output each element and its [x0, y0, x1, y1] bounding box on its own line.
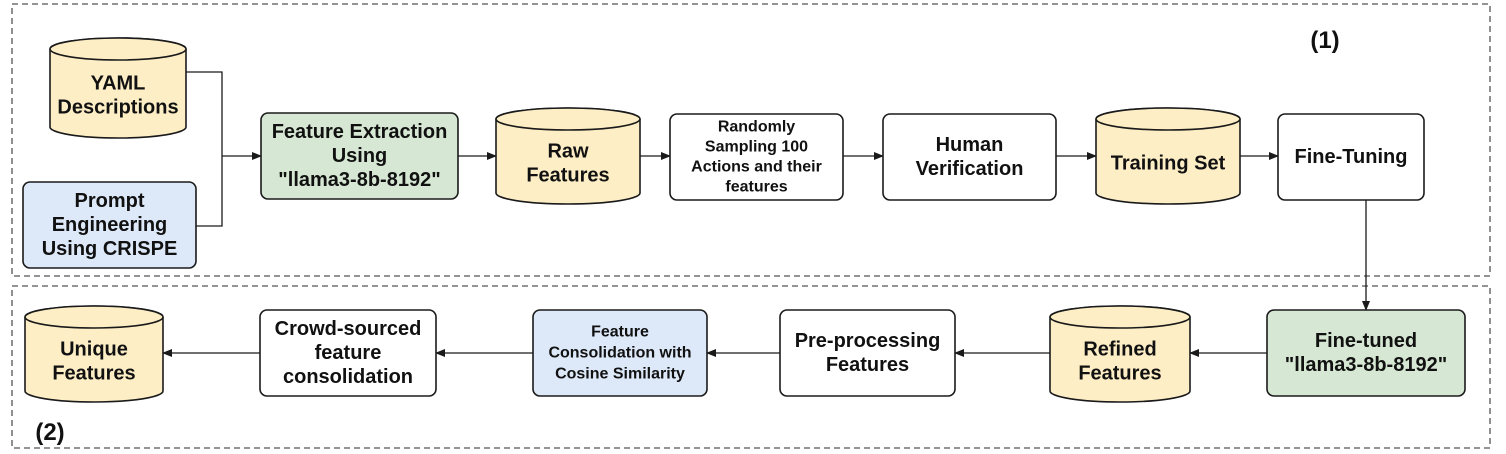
node-extraction-box [260, 112, 459, 200]
node-finetuned-label: "llama3-8b-8192" [1285, 354, 1447, 376]
node-raw-label: Features [526, 165, 609, 187]
node-cosine-label: Feature [591, 324, 649, 341]
panel-1-label: (1) [1310, 27, 1339, 54]
node-refined-label: Features [1078, 363, 1161, 385]
node-finetuned-label: Fine-tuned [1315, 330, 1417, 352]
node-training: Training Set [1095, 107, 1241, 205]
node-crowd-label: feature [315, 342, 382, 364]
node-unique-cylinder-top [24, 305, 164, 329]
node-prompt-label: Prompt [75, 190, 145, 212]
node-yaml-label: Descriptions [57, 97, 178, 119]
node-yaml-label: YAML [91, 73, 146, 95]
node-sampling-label: features [725, 179, 787, 196]
node-crowd-box [259, 309, 437, 397]
node-unique-label: Unique [60, 339, 128, 361]
node-crowd-label: consolidation [283, 366, 413, 388]
node-preprocess-box [779, 309, 956, 397]
node-training-label: Training Set [1111, 153, 1226, 175]
node-preprocess-label: Features [826, 354, 909, 376]
node-sampling-box [669, 113, 844, 201]
node-human-label: Human [936, 134, 1004, 156]
node-refined-cylinder-top [1049, 305, 1191, 329]
node-finetuned-box [1266, 309, 1466, 397]
node-preprocess-label: Pre-processing [795, 330, 941, 352]
node-cosine-box [532, 309, 708, 397]
node-finetuning-label: Fine-Tuning [1295, 146, 1408, 168]
node-raw-label: Raw [547, 141, 589, 163]
node-extraction-label: Using [332, 145, 388, 167]
node-training-cylinder-top [1095, 107, 1241, 131]
node-raw-cylinder-top [495, 107, 641, 131]
node-crowd-label: Crowd-sourced [275, 318, 422, 340]
node-prompt-label: Using CRISPE [42, 238, 178, 260]
node-sampling-label: Actions and their [691, 159, 822, 176]
node-sampling-label: Randomly [718, 119, 795, 136]
connectors [162, 71, 1370, 357]
prompt-connector [196, 156, 223, 227]
node-unique-label: Features [52, 363, 135, 385]
panel-1-border [11, 3, 1491, 277]
node-yaml-cylinder-top [49, 37, 187, 61]
node-human-box [882, 113, 1057, 201]
node-prompt-label: Engineering [52, 214, 168, 236]
node-extraction-label: Feature Extraction [272, 121, 448, 143]
panel-2-label: (2) [35, 419, 64, 446]
node-finetuning-box [1277, 113, 1425, 201]
node-refined-label: Refined [1083, 339, 1156, 361]
node-sampling-label: Sampling 100 [705, 139, 808, 156]
node-cosine-label: Consolidation with [548, 345, 691, 362]
node-extraction-label: "llama3-8b-8192" [278, 169, 440, 191]
node-cosine-label: Cosine Similarity [555, 366, 685, 383]
node-finetuning: Fine-Tuning [1277, 113, 1425, 201]
node-prompt-box [22, 181, 197, 269]
node-human-label: Verification [916, 158, 1024, 180]
yaml-connector [186, 71, 223, 156]
node-finetuned: Fine-tuned"llama3-8b-8192" [1266, 309, 1466, 397]
